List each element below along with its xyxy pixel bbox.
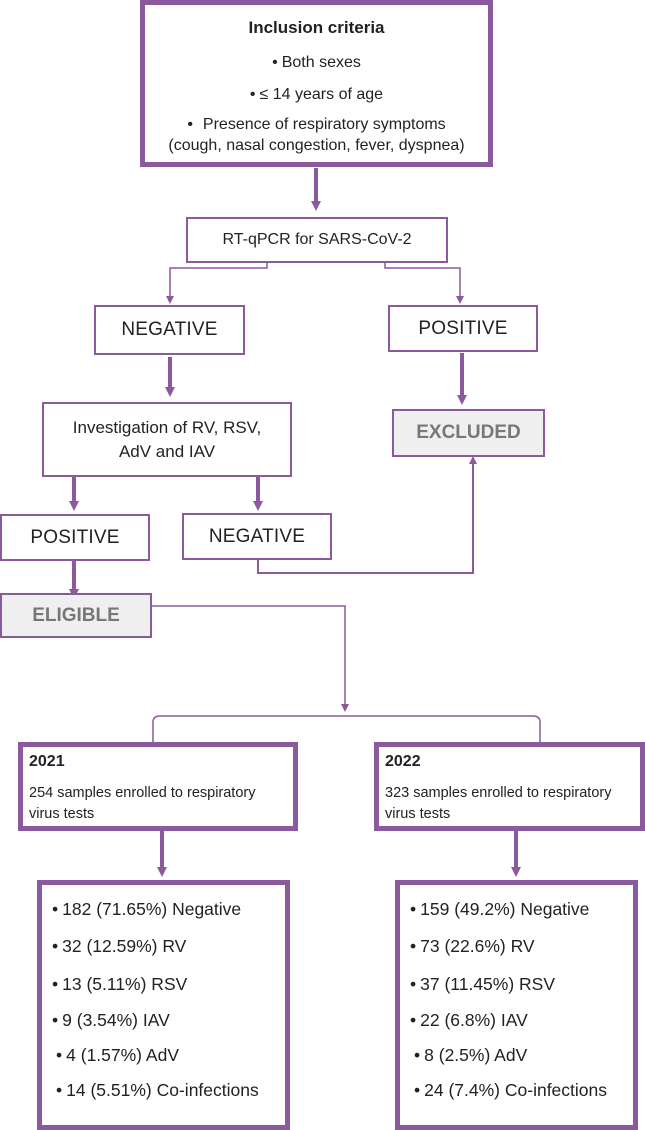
year-2021-label: 2021: [29, 753, 65, 770]
inclusion-item: ≤ 14 years of age: [145, 85, 488, 105]
result-item: •9 (3.54%) IAV: [52, 1010, 170, 1030]
eligible-label: ELIGIBLE: [32, 604, 120, 626]
positive-result-box: POSITIVE: [0, 514, 150, 561]
enrolled-line: virus tests: [29, 806, 95, 822]
enrolled-line: 323 samples enrolled to respiratory: [385, 785, 612, 801]
inclusion-title: Inclusion criteria: [248, 18, 385, 37]
result-item: •37 (11.45%) RSV: [410, 974, 556, 994]
arrow-rtqpcr-to-positive: [384, 262, 464, 304]
inclusion-criteria-box: Inclusion criteria Both sexes ≤ 14 years…: [140, 0, 493, 167]
investigation-box: Investigation of RV, RSV, AdV and IAV: [42, 402, 292, 477]
arrow-rtqpcr-to-negative: [166, 262, 268, 304]
year-2022-label: 2022: [385, 753, 421, 770]
arrow-eligible-to-split: [150, 605, 349, 712]
enrolled-line: virus tests: [385, 806, 451, 822]
result-item: •22 (6.8%) IAV: [410, 1010, 528, 1030]
investigation-line-2: AdV and IAV: [118, 442, 216, 461]
positive-result-label: POSITIVE: [30, 526, 120, 548]
eligible-box: ELIGIBLE: [0, 593, 152, 638]
inclusion-item: Both sexes: [145, 53, 488, 73]
negative-label: NEGATIVE: [121, 319, 218, 340]
inclusion-item-detail: (cough, nasal congestion, fever, dyspnea…: [168, 137, 465, 154]
positive-box: POSITIVE: [388, 305, 538, 352]
result-item: •8 (2.5%) AdV: [414, 1045, 528, 1065]
year-2021-box: 2021 254 samples enrolled to respiratory…: [18, 742, 298, 831]
results-2021-box: •182 (71.65%) Negative •32 (12.59%) RV •…: [37, 880, 290, 1130]
results-2022-box: •159 (49.2%) Negative •73 (22.6%) RV •37…: [395, 880, 638, 1130]
positive-label: POSITIVE: [418, 317, 508, 339]
year-2022-box: 2022 323 samples enrolled to respiratory…: [374, 742, 645, 831]
investigation-line-1: Investigation of RV, RSV,: [72, 418, 262, 437]
excluded-label: EXCLUDED: [416, 422, 521, 443]
result-item: •159 (49.2%) Negative: [410, 899, 590, 919]
negative-result-label: NEGATIVE: [208, 525, 306, 547]
year-2021-enrolled: 254 samples enrolled to respiratory viru…: [29, 783, 255, 825]
result-item: •4 (1.57%) AdV: [56, 1045, 179, 1065]
negative-box: NEGATIVE: [94, 305, 245, 355]
enrolled-line: 254 samples enrolled to respiratory: [29, 785, 256, 801]
result-item: •24 (7.4%) Co-infections: [414, 1080, 608, 1100]
year-2022-enrolled: 323 samples enrolled to respiratory viru…: [385, 783, 611, 825]
result-item: •182 (71.65%) Negative: [52, 899, 242, 919]
rtqpcr-label: RT-qPCR for SARS-CoV-2: [222, 231, 412, 248]
split-bracket: [152, 715, 541, 742]
inclusion-item: Presence of respiratory symptoms: [145, 115, 488, 135]
excluded-box: EXCLUDED: [392, 409, 545, 457]
negative-result-box: NEGATIVE: [182, 513, 332, 560]
result-item: •13 (5.11%) RSV: [52, 974, 188, 994]
arrow-negative-to-excluded: [257, 456, 477, 574]
result-item: •73 (22.6%) RV: [410, 936, 535, 956]
result-item: •32 (12.59%) RV: [52, 936, 187, 956]
rtqpcr-box: RT-qPCR for SARS-CoV-2: [186, 217, 448, 263]
result-item: •14 (5.51%) Co-infections: [56, 1080, 259, 1100]
